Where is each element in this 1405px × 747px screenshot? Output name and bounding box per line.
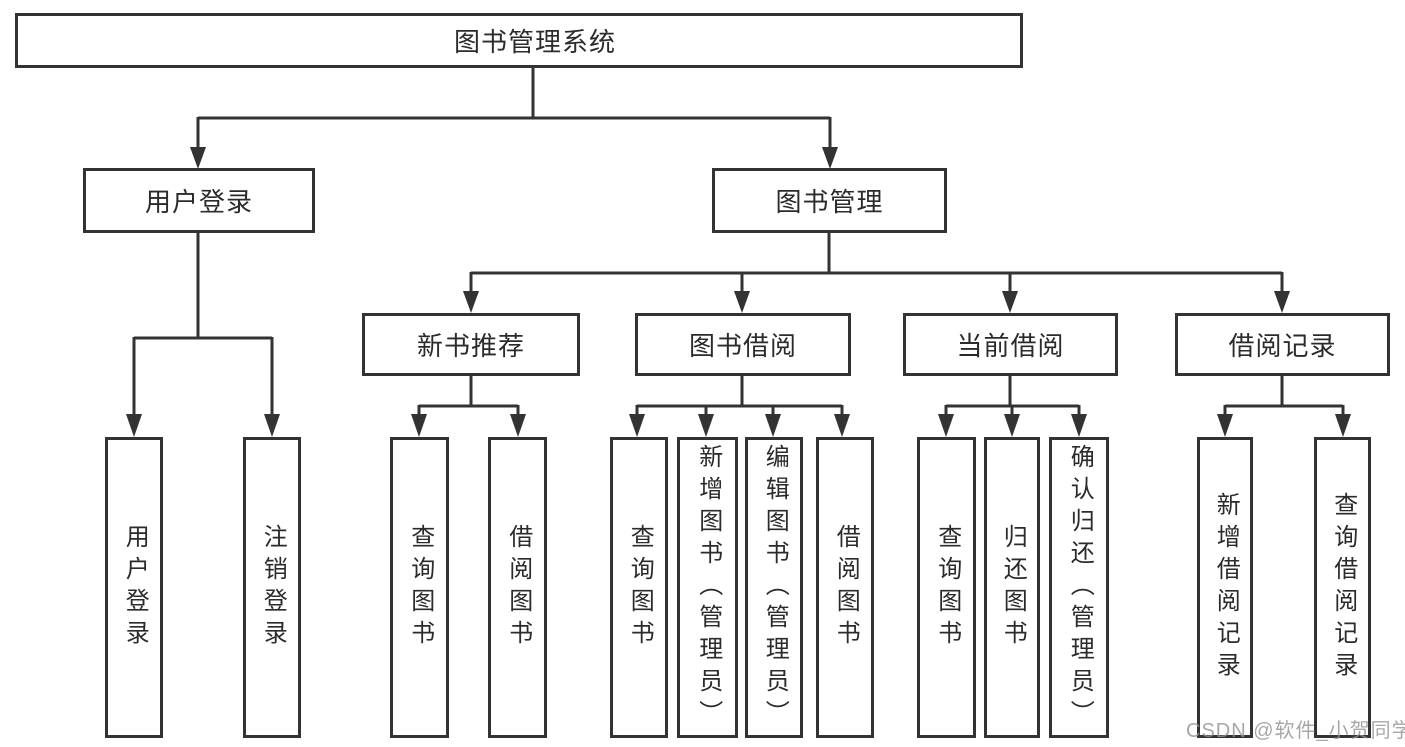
node-leaf-bb-add-books-admin: 新增图书（管理员）: [677, 437, 738, 738]
node-book-borrow-label: 图书借阅: [688, 331, 797, 361]
node-book-management: 图书管理: [712, 168, 947, 233]
node-leaf-cb-confirm-return-admin-label: 确认归还（管理员）: [1066, 443, 1094, 732]
node-leaf-cb-confirm-return-admin: 确认归还（管理员）: [1049, 437, 1109, 738]
node-leaf-bb-edit-books-admin: 编辑图书（管理员）: [745, 437, 803, 738]
node-leaf-logout: 注销登录: [243, 437, 301, 738]
node-leaf-br-query-record: 查询借阅记录: [1314, 437, 1371, 738]
node-borrow-records: 借阅记录: [1175, 313, 1390, 376]
node-leaf-nb-borrow-books: 借阅图书: [488, 437, 547, 738]
node-leaf-logout-label: 注销登录: [259, 523, 287, 652]
node-library-management-system-label: 图书管理系统: [453, 27, 616, 57]
node-leaf-nb-borrow-books-label: 借阅图书: [504, 523, 532, 652]
node-leaf-br-add-record: 新增借阅记录: [1197, 437, 1253, 738]
node-current-borrow: 当前借阅: [903, 313, 1118, 376]
node-leaf-nb-query-books: 查询图书: [390, 437, 449, 738]
node-leaf-bb-query-books-label: 查询图书: [626, 523, 654, 652]
node-book-management-label: 图书管理: [775, 187, 884, 217]
node-leaf-br-query-record-label: 查询借阅记录: [1329, 491, 1357, 684]
node-new-book-recommend-label: 新书推荐: [416, 331, 525, 361]
node-leaf-bb-borrow-books: 借阅图书: [816, 437, 874, 738]
node-leaf-user-login: 用户登录: [105, 437, 163, 738]
node-book-borrow: 图书借阅: [635, 313, 851, 376]
node-leaf-cb-return-books: 归还图书: [984, 437, 1040, 738]
node-user-login-label: 用户登录: [144, 187, 253, 217]
node-current-borrow-label: 当前借阅: [956, 331, 1065, 361]
node-leaf-bb-borrow-books-label: 借阅图书: [832, 523, 860, 652]
node-leaf-nb-query-books-label: 查询图书: [406, 523, 434, 652]
node-leaf-bb-add-books-admin-label: 新增图书（管理员）: [694, 443, 722, 732]
node-library-management-system: 图书管理系统: [15, 13, 1023, 68]
node-new-book-recommend: 新书推荐: [362, 313, 580, 376]
node-leaf-br-add-record-label: 新增借阅记录: [1212, 491, 1240, 684]
node-borrow-records-label: 借阅记录: [1228, 331, 1337, 361]
node-leaf-cb-query-books: 查询图书: [917, 437, 976, 738]
node-leaf-cb-return-books-label: 归还图书: [999, 523, 1027, 652]
csdn-watermark: CSDN @软件_小贺同学: [1186, 720, 1405, 742]
node-user-login: 用户登录: [83, 168, 315, 233]
node-leaf-bb-query-books: 查询图书: [610, 437, 668, 738]
node-leaf-bb-edit-books-admin-label: 编辑图书（管理员）: [761, 443, 789, 732]
node-leaf-user-login-label: 用户登录: [121, 523, 149, 652]
node-leaf-cb-query-books-label: 查询图书: [933, 523, 961, 652]
